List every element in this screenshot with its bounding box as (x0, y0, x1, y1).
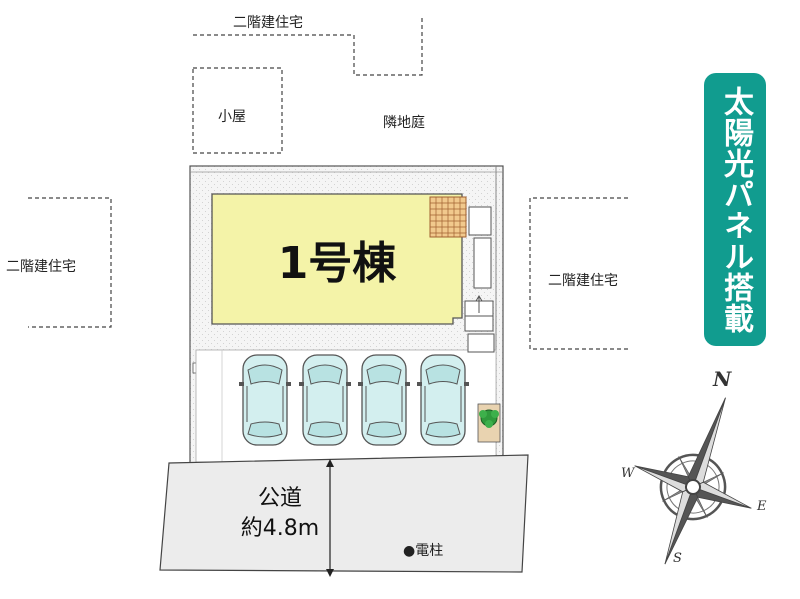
right-house-label: 二階建住宅 (548, 273, 618, 289)
car-1 (238, 354, 292, 446)
compass-east: E (757, 499, 767, 514)
solar-panel-badge: 太陽光パネル搭載 (704, 73, 766, 346)
left-house-label: 二階建住宅 (6, 259, 76, 275)
tree-icon (477, 403, 501, 443)
building-name: 1号棟 (277, 238, 397, 289)
road (159, 454, 529, 573)
shed-outline (192, 67, 283, 154)
left-house-outline (28, 197, 112, 328)
compass-north: N (713, 367, 732, 391)
road-name: 公道 (257, 486, 302, 511)
compass-west: W (621, 466, 635, 481)
car-4 (416, 354, 470, 446)
car-2 (298, 354, 352, 446)
compass-south: S (673, 551, 682, 566)
compass-rose (634, 397, 752, 565)
neighbor-outlines (28, 18, 628, 350)
utility-pole-label: ●電柱 (403, 543, 444, 559)
grid-box (429, 196, 467, 238)
right-house-outline (529, 197, 628, 350)
garden-label: 隣地庭 (383, 115, 425, 131)
road-width: 約4.8m (240, 516, 320, 541)
shed-label: 小屋 (218, 109, 246, 125)
top-house-outline (193, 18, 423, 76)
car-3 (357, 354, 411, 446)
road-width-dimension (326, 459, 334, 577)
road-label: 公道 約4.8m (220, 484, 340, 544)
top-house-label: 二階建住宅 (233, 15, 303, 31)
side-steps (464, 206, 495, 353)
building-footprint (211, 193, 463, 325)
solar-panel-badge-text: 太陽光パネル搭載 (718, 85, 753, 334)
